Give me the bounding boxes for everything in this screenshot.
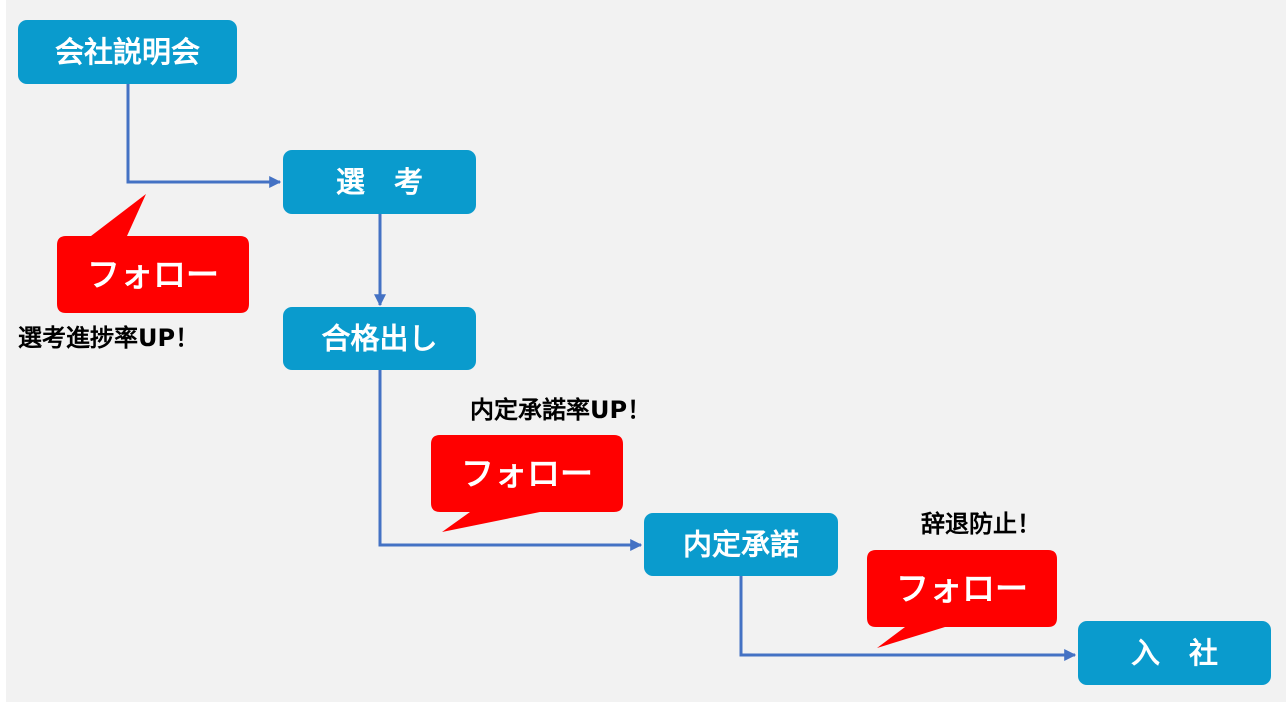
connector-offer-acceptance-to-joining — [739, 576, 1077, 661]
callout-note: 選考進捗率UP！ — [18, 324, 199, 352]
step-box — [283, 307, 476, 370]
callout-note: 内定承諾率UP！ — [470, 396, 651, 424]
step-box — [283, 150, 476, 214]
step-label: 選 考 — [336, 165, 423, 199]
connectors — [126, 84, 1077, 661]
step-pass-notice: 合格出し — [283, 307, 476, 370]
step-label: 内定承諾 — [683, 528, 799, 562]
connector-pass-to-offer-acceptance — [378, 370, 643, 551]
callout-note: 辞退防止！ — [921, 510, 1041, 538]
step-box — [1078, 621, 1271, 685]
step-label: 会社説明会 — [55, 35, 200, 69]
diagram-background — [6, 0, 1286, 702]
callout-follow-up-1: フォロー — [57, 194, 249, 313]
callout-bubble — [57, 194, 249, 313]
step-company-briefing: 会社説明会 — [18, 20, 237, 84]
connector-briefing-to-selection — [126, 84, 282, 188]
callout-follow-up-3: フォロー — [867, 550, 1057, 648]
step-box — [644, 513, 838, 576]
step-offer-acceptance: 内定承諾 — [644, 513, 838, 576]
step-box — [18, 20, 237, 84]
callout-label: フォロー — [461, 454, 593, 493]
callout-label: フォロー — [87, 255, 219, 294]
step-selection: 選 考 — [283, 150, 476, 214]
callout-follow-up-2: フォロー — [431, 435, 623, 532]
callout-label: フォロー — [896, 569, 1028, 608]
callout-bubble — [867, 550, 1057, 648]
step-label: 入 社 — [1131, 636, 1218, 670]
callout-bubble — [431, 435, 623, 532]
step-joining: 入 社 — [1078, 621, 1271, 685]
step-label: 合格出し — [321, 322, 437, 356]
